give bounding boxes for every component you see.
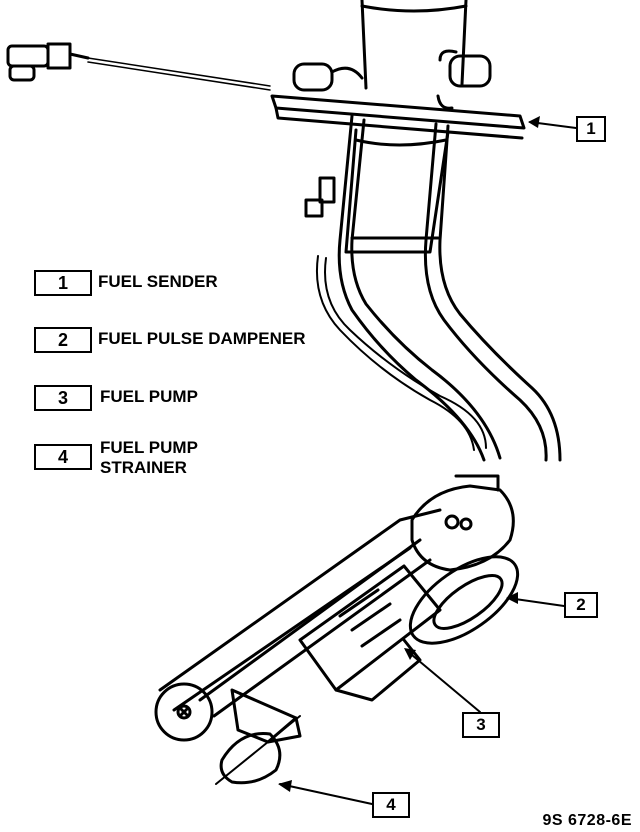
figure-id: 9S 6728-6E [542,812,632,829]
legend-item-3: 3 FUEL PUMP [34,385,198,411]
strainer [215,715,301,785]
legend-label: FUEL PUMP STRAINER [100,438,198,477]
pulse-dampener [408,555,520,645]
legend-item-2: 2 FUEL PULSE DAMPENER [34,327,306,353]
filler-neck [344,0,468,254]
electrical-connector [6,42,271,91]
callout-2: 2 [564,592,598,618]
legend-item-4: 4 FUEL PUMP STRAINER [34,438,198,478]
pump-head [410,474,515,572]
legend-label: FUEL PUMP [100,387,198,406]
legend-item-1: 1 FUEL SENDER [34,270,218,296]
pump-body [230,564,442,744]
leader-arrowheads [278,116,540,792]
callout-1: 1 [576,116,606,142]
callout-4: 4 [372,792,410,818]
legend-label: FUEL SENDER [98,272,218,291]
fuel-lines [304,114,562,462]
legend-number-box: 2 [34,327,92,353]
sender-plate [270,94,526,140]
legend-label: FUEL PULSE DAMPENER [98,329,306,348]
callout-3: 3 [462,712,500,738]
pump-bracket [158,508,442,718]
legend-number-box: 4 [34,444,92,470]
float [154,682,214,742]
legend-number-box: 1 [34,270,92,296]
leader-lines [279,121,577,805]
top-fittings [292,49,492,110]
legend-number-box: 3 [34,385,92,411]
